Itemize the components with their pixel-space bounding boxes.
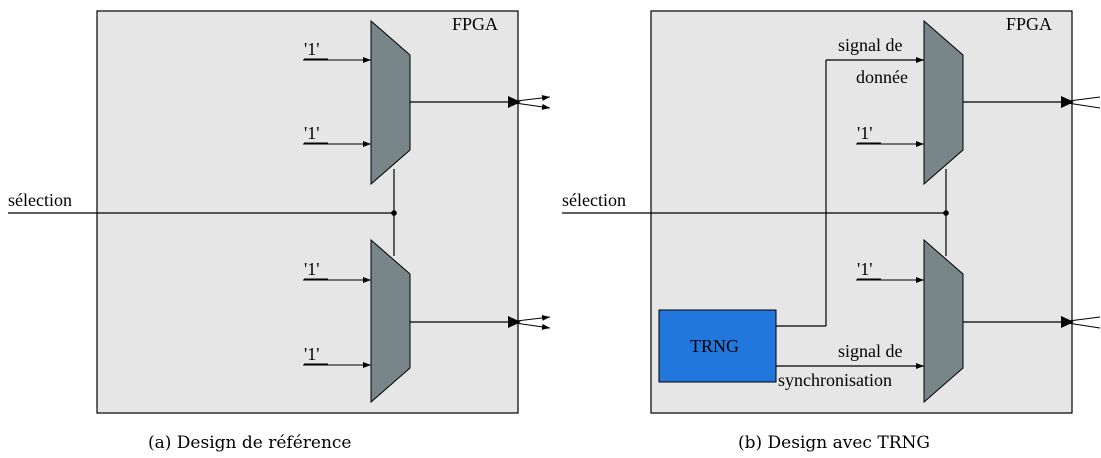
select-label-b: sélection — [562, 190, 626, 210]
mux-top-b — [923, 19, 964, 186]
sync-signal-label-1: signal de — [838, 341, 903, 361]
caption-a: (a) Design de référence — [148, 433, 352, 453]
diagram-a: FPGA '1' '1' '1' '1' sélection (a) Desig… — [8, 10, 551, 453]
trng-label: TRNG — [690, 336, 739, 356]
output-fork-a2-top — [507, 314, 551, 323]
sync-signal-label-2: synchronisation — [778, 370, 892, 390]
select-label-a: sélection — [8, 190, 72, 210]
output-fork-b2-bottom — [1060, 321, 1101, 329]
fpga-label-a: FPGA — [452, 14, 498, 34]
diagram-b: FPGA signal de donnée '1' '1' TRNG signa… — [562, 10, 1101, 453]
output-arrow-b2 — [1061, 316, 1074, 328]
mux-top-a — [370, 19, 411, 186]
data-signal-label-2: donnée — [856, 67, 908, 87]
output-arrow-a1 — [508, 96, 521, 108]
caption-b: (b) Design avec TRNG — [738, 433, 930, 453]
fpga-box-a — [96, 10, 519, 414]
output-arrow-a2 — [508, 316, 521, 328]
junction-dot-a — [391, 210, 397, 216]
output-arrow-b1 — [1061, 96, 1074, 108]
output-fork-a1-bottom — [507, 101, 551, 110]
output-fork-b1-top — [1060, 96, 1101, 103]
input-label-a4: '1' — [304, 344, 320, 364]
input-label-a1: '1' — [304, 39, 320, 59]
const-label-b1: '1' — [857, 123, 873, 143]
const-label-b2: '1' — [857, 259, 873, 279]
input-label-a3: '1' — [304, 259, 320, 279]
input-label-a2: '1' — [304, 123, 320, 143]
output-fork-b1-bottom — [1060, 101, 1101, 109]
mux-bottom-a — [370, 238, 411, 404]
output-fork-a2-bottom — [507, 321, 551, 330]
data-signal-label-1: signal de — [838, 35, 903, 55]
junction-dot-b — [943, 210, 949, 216]
trng-block — [658, 309, 777, 383]
output-fork-a1-top — [507, 94, 551, 103]
fpga-label-b: FPGA — [1006, 14, 1052, 34]
mux-bottom-b — [923, 238, 964, 404]
output-fork-b2-top — [1060, 316, 1101, 323]
